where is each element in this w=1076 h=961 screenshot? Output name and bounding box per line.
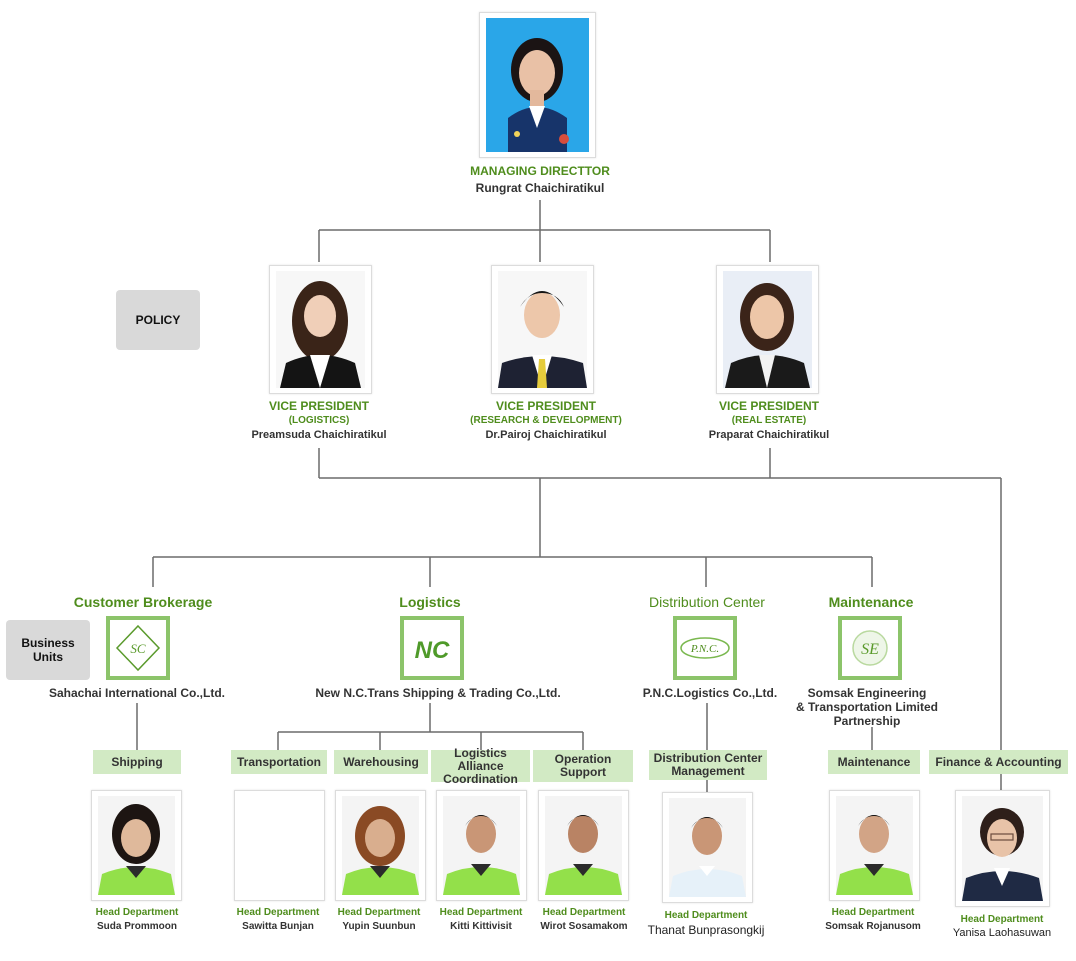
head-warehousing-photo — [335, 790, 426, 901]
unit-customer-brokerage-title: Customer Brokerage — [73, 594, 213, 610]
head-maintenance-name: Somsak Rojanusom — [825, 921, 921, 932]
head-distribution-center-photo — [662, 792, 753, 903]
unit-distribution-center-title: Distribution Center — [649, 594, 765, 610]
managing-director-name: Rungrat Chaichiratikul — [475, 181, 605, 195]
vp-research-name: Dr.Pairoj Chaichiratikul — [485, 429, 607, 441]
policy-label: POLICY — [116, 290, 200, 350]
head-transportation-label: Head Department — [236, 907, 320, 918]
vp-logistics-title: VICE PRESIDENT — [268, 399, 370, 413]
vp-logistics-photo — [269, 265, 372, 394]
unit-maintenance-company-line-2: & Transportation Limited — [795, 700, 938, 714]
head-shipping-photo — [91, 790, 182, 901]
vp-logistics-name: Preamsuda Chaichiratikul — [251, 429, 387, 441]
somsak-logo-icon: SE — [838, 616, 902, 680]
nc-trans-logo-icon: NC — [400, 616, 464, 680]
head-distribution-center-label: Head Department — [664, 910, 748, 921]
head-shipping-name: Suda Prommoon — [96, 921, 177, 932]
vp-research-sub: (RESEARCH & DEVELOPMENT) — [470, 415, 622, 426]
unit-maintenance-company-line-3: Partnership — [833, 714, 901, 728]
unit-logistics-title: Logistics — [399, 594, 461, 610]
managing-director-title: MANAGING DIRECTTOR — [470, 164, 610, 178]
sahachai-logo-text: SC — [130, 641, 146, 656]
head-maintenance-label: Head Department — [831, 907, 915, 918]
vp-logistics-sub: (LOGISTICS) — [288, 415, 350, 426]
head-finance-accounting-label: Head Department — [960, 914, 1044, 925]
unit-maintenance-title: Maintenance — [828, 594, 914, 610]
head-shipping-label: Head Department — [95, 907, 179, 918]
head-operation-support-name: Wirot Sosamakom — [540, 921, 628, 932]
pnc-logo-icon: P.N.C. — [673, 616, 737, 680]
pnc-logo-text: P.N.C. — [690, 643, 719, 655]
dept-warehousing: Warehousing — [334, 750, 428, 774]
vp-real-estate-sub: (REAL ESTATE) — [731, 415, 807, 426]
unit-logistics-company: New N.C.Trans Shipping & Trading Co.,Ltd… — [315, 686, 561, 700]
dept-transportation: Transportation — [231, 750, 327, 774]
business-units-label: Business Units — [6, 620, 90, 680]
unit-customer-brokerage-company: Sahachai International Co.,Ltd. — [48, 686, 226, 700]
dept-operation-support: Operation Support — [533, 750, 633, 782]
head-transportation-name: Sawitta Bunjan — [242, 921, 314, 932]
vp-research-title: VICE PRESIDENT — [495, 399, 597, 413]
head-maintenance-photo — [829, 790, 920, 901]
dept-shipping: Shipping — [93, 750, 181, 774]
head-operation-support-photo — [538, 790, 629, 901]
unit-maintenance-company-line-1: Somsak Engineering — [807, 686, 927, 700]
dept-logistics-alliance: Logistics Alliance Coordination — [431, 746, 530, 785]
somsak-logo-text: SE — [861, 641, 879, 658]
head-warehousing-name: Yupin Suunbun — [342, 921, 416, 932]
vp-real-estate-photo — [716, 265, 819, 394]
unit-distribution-center-company: P.N.C.Logistics Co.,Ltd. — [642, 686, 778, 700]
head-transportation-photo — [234, 790, 325, 901]
dept-maintenance: Maintenance — [828, 750, 920, 774]
sahachai-logo-icon: SC — [106, 616, 170, 680]
head-distribution-center-name: Thanat Bunprasongkij — [647, 923, 765, 937]
vp-research-photo — [491, 265, 594, 394]
head-warehousing-label: Head Department — [337, 907, 421, 918]
managing-director-photo — [479, 12, 596, 158]
head-logistics-alliance-name: Kitti Kittivisit — [450, 921, 512, 932]
head-operation-support-label: Head Department — [542, 907, 626, 918]
unit-maintenance-company: Somsak Engineering & Transportation Limi… — [767, 686, 967, 728]
head-finance-accounting-name: Yanisa Laohasuwan — [952, 927, 1052, 939]
vp-real-estate-title: VICE PRESIDENT — [718, 399, 820, 413]
head-logistics-alliance-photo — [436, 790, 527, 901]
vp-real-estate-name: Praparat Chaichiratikul — [708, 429, 830, 441]
dept-distribution-center-management: Distribution Center Management — [649, 750, 767, 780]
nc-trans-logo-text: NC — [415, 637, 450, 664]
head-logistics-alliance-label: Head Department — [439, 907, 523, 918]
dept-finance-accounting: Finance & Accounting — [929, 750, 1068, 774]
head-finance-accounting-photo — [955, 790, 1050, 907]
